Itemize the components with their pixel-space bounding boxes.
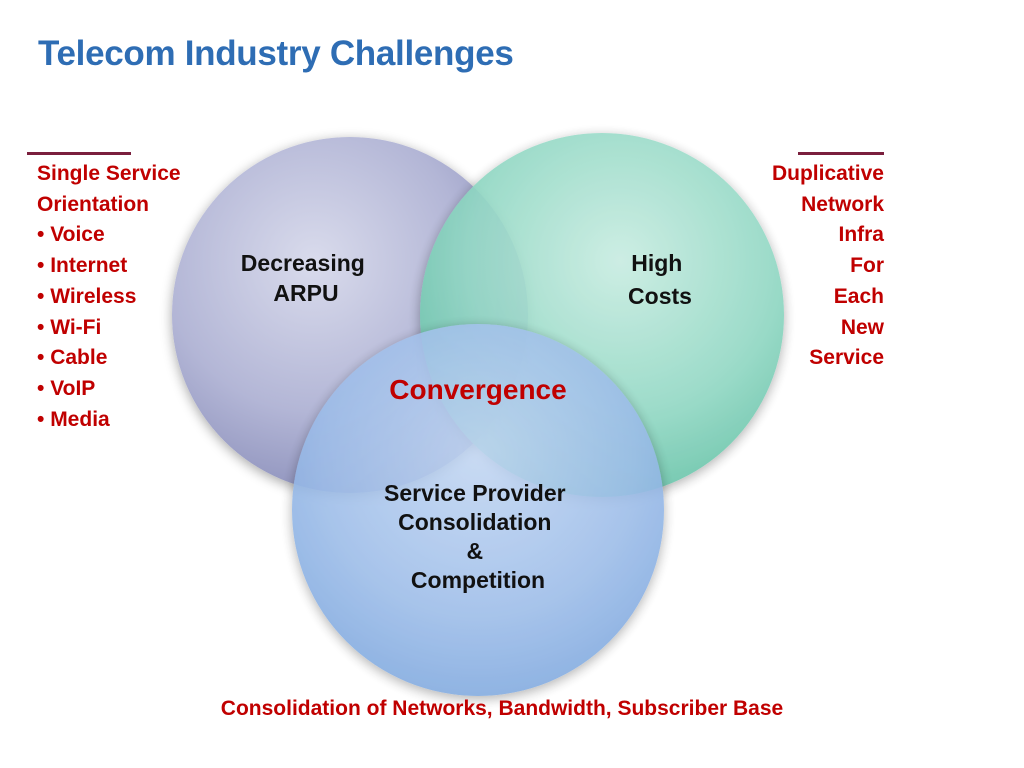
right-panel-rule [798, 152, 884, 155]
left-panel: Single Service Orientation • Voice • Int… [27, 152, 227, 435]
right-panel-line: Duplicative [771, 162, 884, 185]
label-service-provider: Service Provider Consolidation & Competi… [384, 480, 572, 593]
list-item: • Internet [37, 254, 128, 278]
right-panel-line: Service [809, 346, 884, 370]
right-panel-line: For [850, 254, 884, 278]
right-panel: Duplicative Network Infra For Each New S… [704, 152, 884, 374]
right-panel-line: New [840, 315, 884, 339]
label-high-costs: High Costs [628, 250, 692, 309]
slide-title: Telecom Industry Challenges [38, 34, 514, 73]
list-item: • VoIP [37, 376, 96, 400]
right-panel-line: Each [833, 284, 884, 308]
list-item: • Voice [37, 223, 105, 247]
left-panel-heading: Single Service [37, 162, 181, 185]
list-item: • Wi-Fi [37, 315, 102, 339]
right-panel-line: Infra [838, 223, 884, 247]
left-panel-heading: Orientation [37, 192, 150, 216]
list-item: • Media [37, 407, 110, 431]
left-panel-content: Single Service Orientation • Voice • Int… [27, 159, 227, 435]
list-item: • Cable [37, 346, 108, 370]
left-panel-rule [27, 152, 131, 155]
label-decreasing-arpu: Decreasing ARPU [241, 250, 371, 306]
circle-service-provider [292, 324, 664, 696]
list-item: • Wireless [37, 284, 137, 308]
label-convergence: Convergence [389, 374, 566, 405]
right-panel-line: Network [801, 192, 884, 216]
bottom-caption: Consolidation of Networks, Bandwidth, Su… [220, 697, 784, 720]
